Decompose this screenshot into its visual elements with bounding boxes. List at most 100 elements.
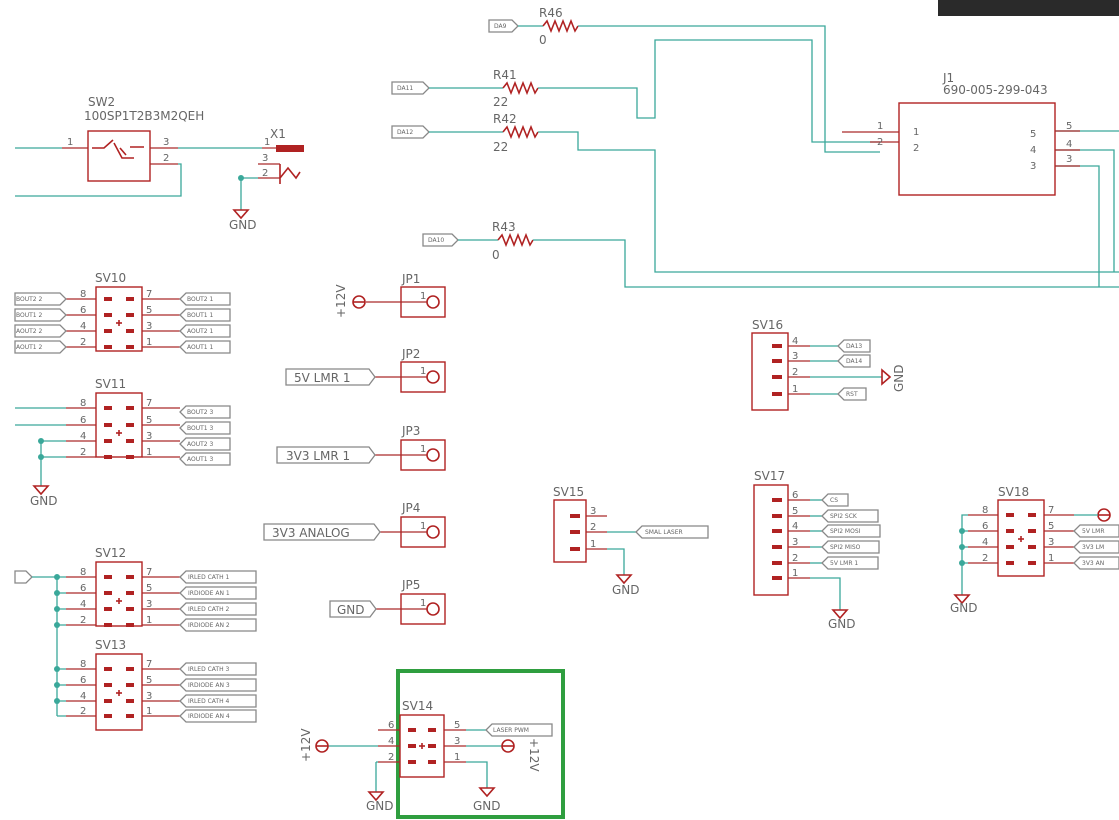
gnd-sv15: GND	[612, 583, 640, 597]
sv10-pad-l-1	[104, 313, 112, 317]
net-5v-lmr-1[interactable]	[285, 368, 376, 386]
sv16-pad-1	[772, 359, 782, 363]
sv12-pad-r-1	[126, 591, 134, 595]
sv18-net-3: 3V3 AN	[1082, 560, 1104, 567]
j1-pin2-outer: 2	[877, 137, 883, 148]
sv17-pad-0	[772, 498, 782, 502]
sv18-pad-l-3	[1006, 561, 1014, 565]
sv10-left-2: BOUT1 2	[16, 312, 43, 319]
sv17-pin-0: 6	[792, 490, 798, 501]
sv11-pin-l-1: 6	[80, 415, 86, 426]
sv13-pin-l-0: 8	[80, 659, 86, 670]
net-3v3-analog[interactable]	[263, 523, 381, 541]
header-sv12[interactable]	[95, 561, 143, 627]
sv11-pin-r-0: 7	[146, 398, 152, 409]
sv14-pin-r-2: 1	[454, 752, 460, 763]
jp4-net: 3V3 ANALOG	[272, 526, 350, 540]
label-da9[interactable]	[488, 19, 519, 33]
sv18-pad-r-3	[1028, 561, 1036, 565]
sv13-ref: SV13	[95, 638, 126, 652]
sv10-pad-l-0	[104, 297, 112, 301]
sv17-pad-4	[772, 561, 782, 565]
sv16-pin-3: 1	[792, 384, 798, 395]
header-sv16[interactable]	[751, 332, 789, 411]
sv10-pin-r-1: 5	[146, 305, 152, 316]
sv18-pin-r-1: 5	[1048, 521, 1054, 532]
j1-pin1-inner: 1	[913, 127, 919, 138]
r46-value: 0	[539, 33, 547, 47]
sv13-pad-l-3	[104, 714, 112, 718]
gnd-sv16: GND	[892, 364, 906, 392]
header-sv13[interactable]	[95, 653, 143, 731]
sv18-net-2: 3V3 LM	[1082, 544, 1104, 551]
sv13-pad-l-1	[104, 683, 112, 687]
label-da10[interactable]	[422, 233, 459, 247]
r46-ref: R46	[539, 6, 563, 20]
resistor-r43[interactable]	[497, 232, 534, 248]
gnd-sv18: GND	[950, 601, 978, 615]
sv11-right-3: AOUT2 3	[187, 441, 214, 448]
sv11-pad-r-3	[126, 455, 134, 459]
jp2-net: 5V LMR 1	[294, 371, 350, 385]
connector-j1[interactable]	[898, 102, 1056, 196]
sv18-pin-l-3: 2	[982, 553, 988, 564]
sv10-pin-l-2: 4	[80, 321, 86, 332]
sv15-pin-0: 3	[590, 506, 596, 517]
sv11-pad-l-1	[104, 423, 112, 427]
sv18-pin-r-0: 7	[1048, 505, 1054, 516]
switch-sw2[interactable]	[87, 130, 151, 182]
header-sv15[interactable]	[553, 499, 587, 563]
r43-value: 0	[492, 248, 500, 262]
header-sv10[interactable]	[95, 286, 143, 352]
sv13-pin-r-0: 7	[146, 659, 152, 670]
sv15-net: SMAL LASER	[645, 529, 683, 536]
j1-ref: J1	[942, 71, 954, 85]
sv12-pin-l-0: 8	[80, 567, 86, 578]
sv10-right-3: AOUT2 1	[187, 328, 214, 335]
resistor-r42[interactable]	[502, 124, 539, 140]
highlight-box	[396, 669, 565, 819]
sv15-pad-1	[570, 530, 580, 534]
jp2-pin: 1	[420, 366, 426, 377]
resistor-r46[interactable]	[542, 18, 579, 34]
sv10-right-2: BOUT1 1	[187, 312, 214, 319]
label-da9-text: DA9	[494, 23, 507, 30]
jp3-pin: 1	[420, 444, 426, 455]
sv12-pad-l-2	[104, 607, 112, 611]
sv10-left-3: AOUT2 2	[16, 328, 43, 335]
r41-value: 22	[493, 95, 508, 109]
sv13-right-4: IRDIODE AN 4	[188, 713, 230, 720]
sv10-right-4: AOUT1 1	[187, 344, 214, 351]
x1-ref: X1	[270, 127, 286, 141]
r42-ref: R42	[493, 112, 517, 126]
gnd-sv14-left: GND	[366, 799, 394, 813]
sv10-pad-r-2	[126, 329, 134, 333]
sv17-pad-2	[772, 529, 782, 533]
sv17-net-2: SPI2 SCK	[830, 513, 858, 520]
sv16-net-2: DA14	[846, 358, 862, 365]
sv11-ref: SV11	[95, 377, 126, 391]
net-gnd[interactable]	[329, 600, 377, 618]
jack-x1[interactable]	[276, 145, 304, 152]
sv14-pad-l-0	[408, 728, 416, 732]
sv12-pin-r-2: 3	[146, 599, 152, 610]
label-da12[interactable]	[391, 125, 430, 139]
header-sv11[interactable]	[95, 392, 143, 458]
sv16-pin-0: 4	[792, 336, 798, 347]
label-da11[interactable]	[391, 81, 430, 95]
jp5-ref: JP5	[401, 578, 420, 592]
net-3v3-lmr-1[interactable]	[276, 446, 376, 464]
j1-pin3-outer: 3	[1066, 154, 1072, 165]
sv11-pad-l-3	[104, 455, 112, 459]
sv18-pin-r-2: 3	[1048, 537, 1054, 548]
j1-pin1-outer: 1	[877, 121, 883, 132]
sv17-pin-3: 3	[792, 537, 798, 548]
resistor-r41[interactable]	[502, 80, 539, 96]
header-sv17[interactable]	[753, 484, 789, 596]
sv17-pad-5	[772, 576, 782, 580]
header-sv18[interactable]	[997, 499, 1045, 577]
sv16-pad-3	[772, 392, 782, 396]
sv12-pad-r-3	[126, 623, 134, 627]
sv18-pad-r-1	[1028, 529, 1036, 533]
r42-value: 22	[493, 140, 508, 154]
